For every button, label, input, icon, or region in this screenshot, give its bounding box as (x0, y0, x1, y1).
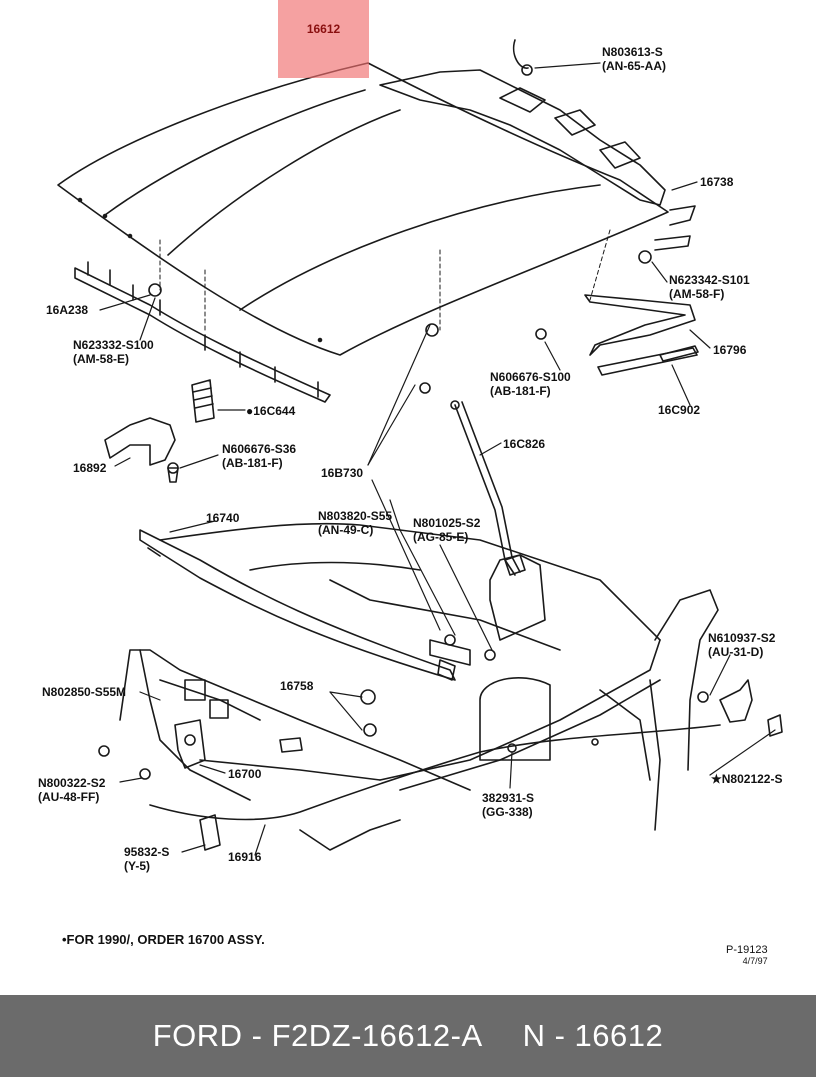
hood-exploded-diagram (57, 39, 783, 856)
release-cable-16916 (149, 724, 721, 851)
callout-16740: 16740 (206, 511, 240, 525)
callout-16c644: ●16C644 (246, 404, 296, 418)
latch-bracket-16892 (104, 417, 179, 483)
hood-seal-16740 (139, 529, 456, 681)
highlight-label: 16612 (306, 22, 341, 36)
callout-16b730: 16B730 (321, 466, 364, 480)
callout-n800322-s2: N800322-S2(AU-48-FF) (38, 776, 106, 804)
callout-n801025-s2: N801025-S2(AG-85-E) (413, 516, 481, 544)
callout-16916: 16916 (228, 850, 262, 864)
front-seal-16a238 (74, 261, 331, 403)
release-handle (697, 679, 783, 737)
prop-rod-16c826 (450, 400, 526, 576)
callout-382931-s: 382931-S(GG-338) (482, 791, 535, 819)
callout-n802850-s55m: N802850-S55M (42, 685, 127, 699)
callout-16796: 16796 (713, 343, 747, 357)
callout-16738: 16738 (700, 175, 734, 189)
callout-16758: 16758 (280, 679, 314, 693)
hood-panel (57, 62, 669, 356)
footnote: •FOR 1990/, ORDER 16700 ASSY. (62, 932, 265, 947)
leader-lines (99, 62, 776, 856)
part-number-banner: FORD - F2DZ-16612-A N - 16612 (0, 995, 816, 1077)
callout-95832-s: 95832-S(Y-5) (124, 845, 170, 873)
fasteners (98, 64, 652, 780)
callout-n803613-s: N803613-S(AN-65-AA) (602, 45, 666, 73)
brand-part-number: FORD - F2DZ-16612-A (152, 1018, 483, 1053)
bumper-16c644 (191, 379, 215, 423)
callout-n610937-s2: N610937-S2(AU-31-D) (708, 631, 776, 659)
callout-16892: 16892 (73, 461, 107, 475)
figure-date: 4/7/97 (742, 956, 768, 966)
figure-number: P-19123 (726, 944, 768, 956)
latch-16700 (174, 719, 206, 769)
callout-16a238: 16A238 (46, 303, 89, 317)
callout-n623342-s101: N623342-S101(AM-58-F) (669, 273, 750, 301)
callout-16c826: 16C826 (503, 437, 546, 451)
callout-n623332-s100: N623332-S100(AM-58-E) (73, 338, 154, 366)
callout-n803820-s55: N803820-S55(AN-49-C) (318, 509, 393, 537)
reference-number: N - 16612 (522, 1018, 664, 1053)
callout-16c902: 16C902 (658, 403, 701, 417)
callout-n802122-s: ★N802122-S (711, 772, 783, 786)
engine-compartment (119, 522, 719, 851)
callout-16700: 16700 (228, 767, 262, 781)
callout-n606676-s100: N606676-S100(AB-181-F) (490, 370, 571, 398)
highlighted-part-16612: 16612 (278, 0, 369, 78)
figure-id: P-19123 4/7/97 (726, 945, 768, 967)
cowl-panel (379, 39, 696, 251)
callout-n606676-s36: N606676-S36(AB-181-F) (222, 442, 297, 470)
hinge-16796 (584, 294, 699, 376)
